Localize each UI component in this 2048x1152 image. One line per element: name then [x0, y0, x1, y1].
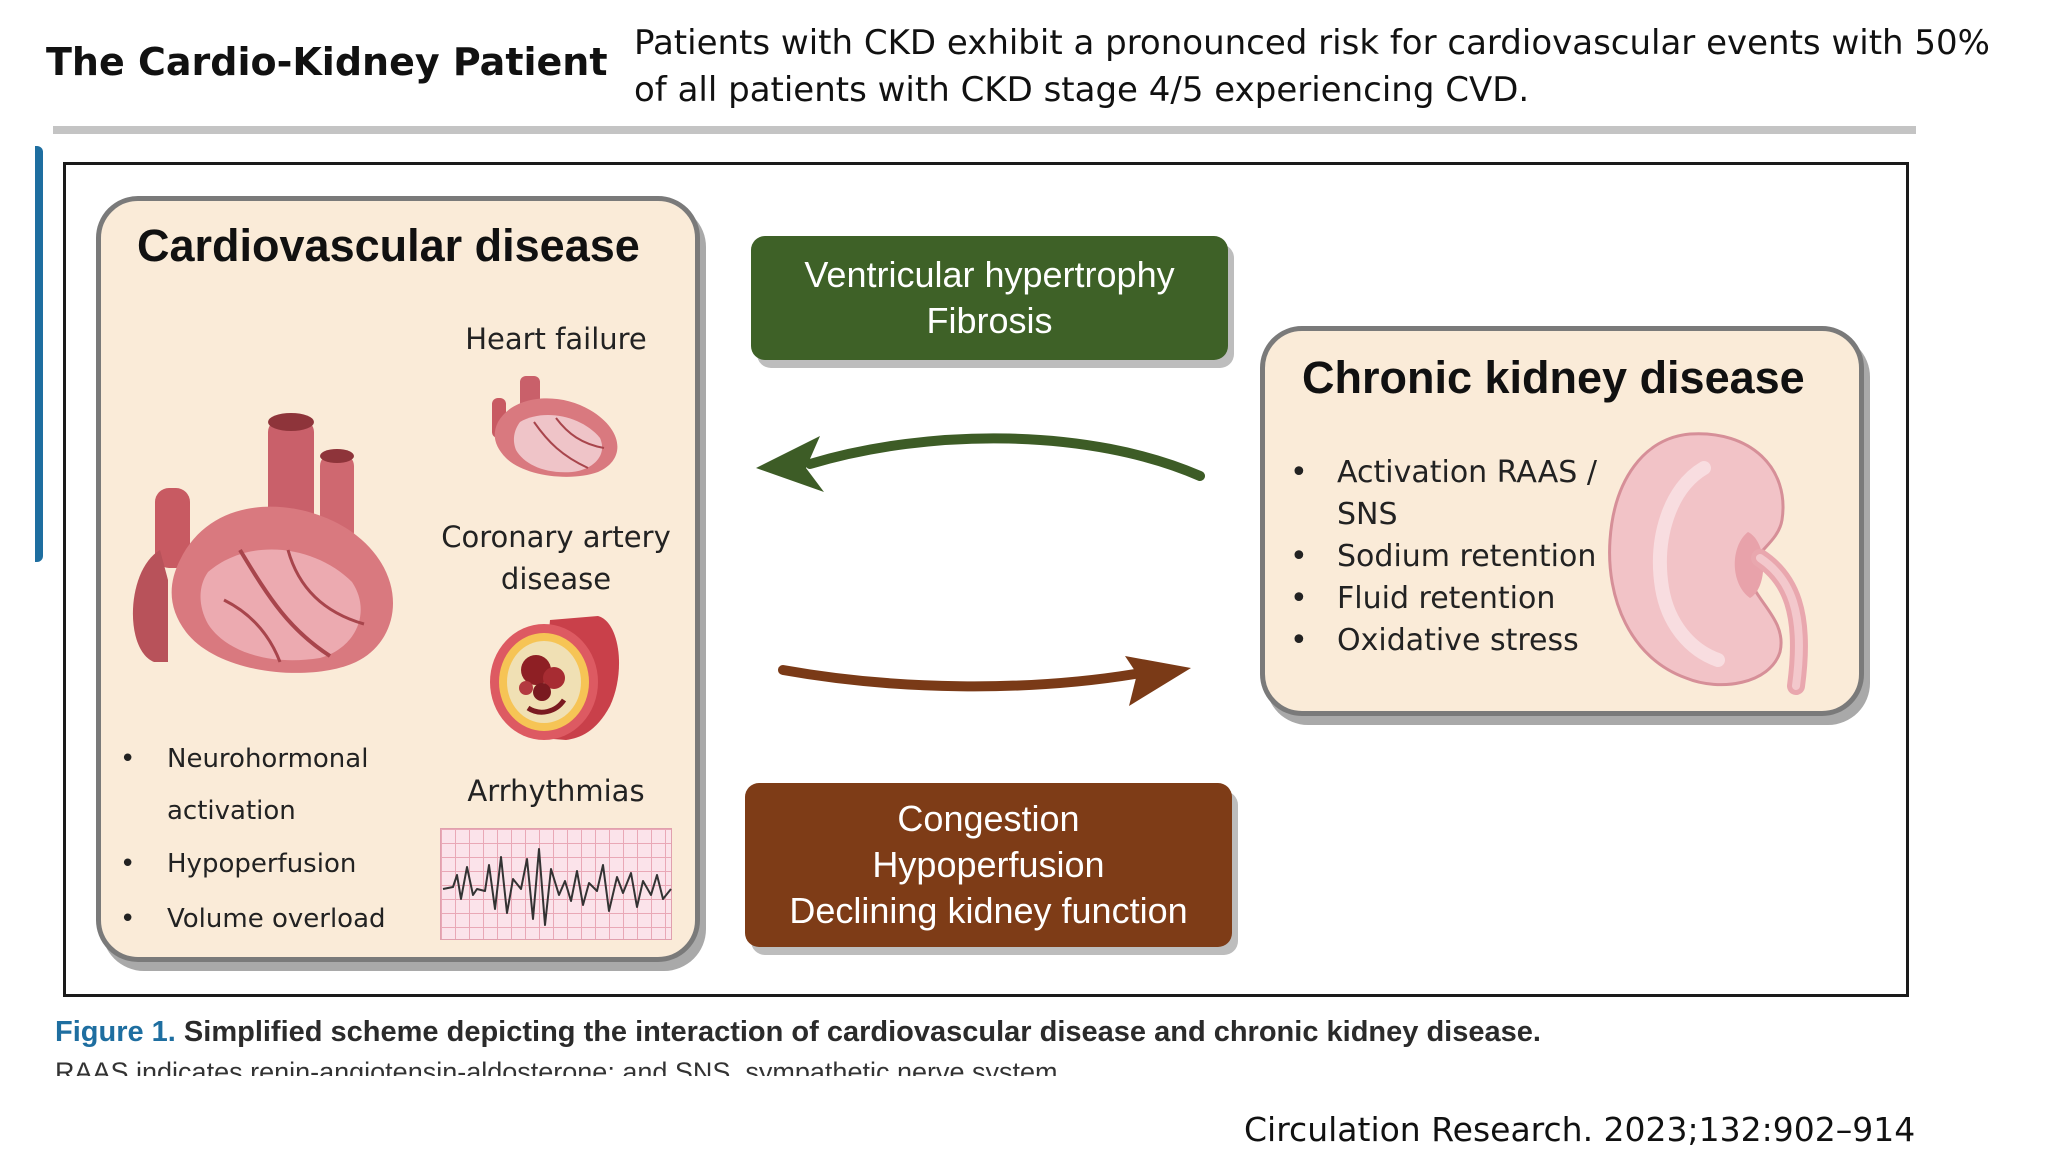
effect-line: Fibrosis [926, 300, 1053, 341]
effect-line: Ventricular hypertrophy [804, 254, 1175, 295]
left-arrow-icon [756, 433, 1205, 492]
coronary-artery-disease-label: Coronary artery disease [441, 520, 671, 596]
heart-to-kidney-effects-box: Congestion Hypoperfusion Declining kidne… [745, 783, 1232, 947]
ckd-bullet-list: Activation RAAS / SNS Sodium retention F… [1290, 452, 1620, 662]
title-divider [53, 126, 1916, 134]
cvd-bullet-item: Neurohormonal activation [120, 733, 420, 837]
figure-caption-note-clip: RAAS indicates renin-angiotensin-aldoste… [55, 1052, 1355, 1076]
ckd-panel-title: Chronic kidney disease [1302, 352, 1805, 403]
cvd-bullet-list: Neurohormonal activation Hypoperfusion V… [120, 733, 420, 947]
effect-line: Declining kidney function [789, 890, 1188, 931]
figure-caption-text: Simplified scheme depicting the interact… [183, 1016, 1541, 1048]
figure-caption-title: Figure 1. Simplified scheme depicting th… [55, 1016, 1541, 1049]
small-heart-icon [492, 376, 618, 477]
kidney-illustration-icon [1608, 432, 1808, 695]
ckd-bullet-item: Sodium retention [1290, 536, 1620, 578]
ckd-bullet-item: Activation RAAS / SNS [1290, 452, 1620, 536]
effect-line: Congestion [897, 798, 1080, 839]
accent-bar [35, 146, 43, 562]
cvd-bullet-item: Volume overload [120, 892, 420, 947]
kidney-to-heart-effects-box: Ventricular hypertrophy Fibrosis [751, 236, 1228, 360]
arrhythmias-label: Arrhythmias [467, 774, 645, 808]
citation: Circulation Research. 2023;132:902–914 [1244, 1110, 1916, 1149]
heart-illustration-icon [132, 413, 394, 673]
ckd-bullet-item: Fluid retention [1290, 578, 1620, 620]
cvd-bullet-item: Hypoperfusion [120, 837, 420, 892]
effect-line: Hypoperfusion [872, 844, 1105, 885]
right-arrow-icon [778, 656, 1191, 706]
artery-cross-section-icon [490, 616, 620, 740]
slide-title: The Cardio-Kidney Patient [46, 40, 608, 84]
figure-number: Figure 1. [55, 1016, 176, 1048]
ecg-strip-icon [440, 828, 672, 940]
slide-subtitle: Patients with CKD exhibit a pronounced r… [634, 23, 1990, 110]
heart-failure-label: Heart failure [465, 322, 647, 356]
figure-caption-note: RAAS indicates renin-angiotensin-aldoste… [55, 1057, 1066, 1076]
cvd-panel-title: Cardiovascular disease [137, 220, 640, 271]
ckd-bullet-item: Oxidative stress [1290, 620, 1620, 662]
